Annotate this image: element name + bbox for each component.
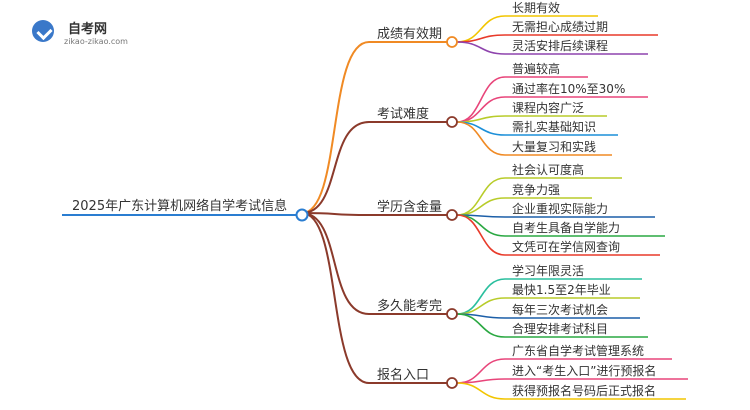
branch-connector-5 xyxy=(301,212,370,384)
branch-label-1: 成绩有效期 xyxy=(377,27,442,42)
leaf-label-1-3: 灵活安排后续课程 xyxy=(512,38,608,53)
branch-label-5: 报名入口 xyxy=(377,367,429,383)
leaf-connector-2-4 xyxy=(456,121,506,136)
branch-node-2 xyxy=(446,116,458,128)
branch-node-4 xyxy=(446,308,458,320)
leaf-label-5-3: 获得预报名号码后正式报名 xyxy=(512,383,656,398)
logo-title: 自考网 xyxy=(68,22,108,37)
leaf-connector-2-1 xyxy=(456,76,506,123)
leaf-label-1-2: 无需担心成绩过期 xyxy=(512,20,608,34)
leaf-label-2-3: 课程内容广泛 xyxy=(512,100,584,115)
leaf-label-5-1: 广东省自学考试管理系统 xyxy=(512,343,644,358)
leaf-connector-3-5 xyxy=(456,214,506,256)
leaf-label-3-4: 自考生具备自学能力 xyxy=(512,220,620,235)
leaf-label-4-4: 合理安排考试科目 xyxy=(512,321,608,336)
branch-connector-1 xyxy=(301,41,370,214)
branch-label-3: 学历含金量 xyxy=(377,199,442,215)
logo-subtitle: zikao-zikao.com xyxy=(64,37,128,46)
leaf-label-1-1: 长期有效 xyxy=(512,0,560,15)
branch-node-3 xyxy=(446,209,458,221)
logo-badge-icon xyxy=(32,20,54,42)
leaf-label-4-1: 学习年限灵活 xyxy=(512,263,584,278)
leaf-connector-1-3 xyxy=(456,41,506,55)
leaf-connector-2-5 xyxy=(456,121,506,156)
branch-connector-4 xyxy=(301,212,370,315)
leaf-connector-4-1 xyxy=(456,278,506,315)
branch-connector-3 xyxy=(301,212,370,216)
leaf-label-3-1: 社会认可度高 xyxy=(512,162,584,177)
leaf-label-2-2: 通过率在10%至30% xyxy=(512,81,625,96)
leaf-label-3-3: 企业重视实际能力 xyxy=(512,201,608,216)
leaf-label-3-5: 文凭可在学信网查询 xyxy=(512,239,620,254)
leaf-connector-2-3 xyxy=(456,115,506,123)
site-logo[interactable]: 自考网 zikao-zikao.com xyxy=(28,14,148,54)
leaf-connector-4-4 xyxy=(456,313,506,338)
branch-node-1 xyxy=(446,36,458,48)
leaf-label-3-2: 竞争力强 xyxy=(512,183,560,197)
branch-label-4: 多久能考完 xyxy=(377,298,442,314)
leaf-label-4-3: 每年三次考试机会 xyxy=(512,302,608,317)
leaf-connector-5-2 xyxy=(456,378,506,384)
leaf-connector-4-2 xyxy=(456,297,506,315)
leaf-connector-1-2 xyxy=(456,34,506,43)
leaf-label-2-5: 大量复习和实践 xyxy=(512,139,596,154)
leaf-label-5-2: 进入“考生入口”进行预报名 xyxy=(512,363,656,378)
leaf-connector-5-3 xyxy=(456,382,506,400)
leaf-connector-3-4 xyxy=(456,214,506,237)
leaf-label-2-1: 普遍较高 xyxy=(512,61,560,76)
leaf-connector-3-2 xyxy=(456,197,506,216)
leaf-label-4-2: 最快1.5至2年毕业 xyxy=(512,283,611,297)
leaf-connector-3-1 xyxy=(456,177,506,216)
root-topic: 2025年广东计算机网络自学考试信息 xyxy=(72,198,287,214)
root-node xyxy=(295,208,309,222)
leaf-label-2-4: 需扎实基础知识 xyxy=(512,119,596,134)
branch-node-5 xyxy=(446,377,458,389)
branch-label-2: 考试难度 xyxy=(377,106,429,122)
branch-connector-2 xyxy=(301,121,370,214)
